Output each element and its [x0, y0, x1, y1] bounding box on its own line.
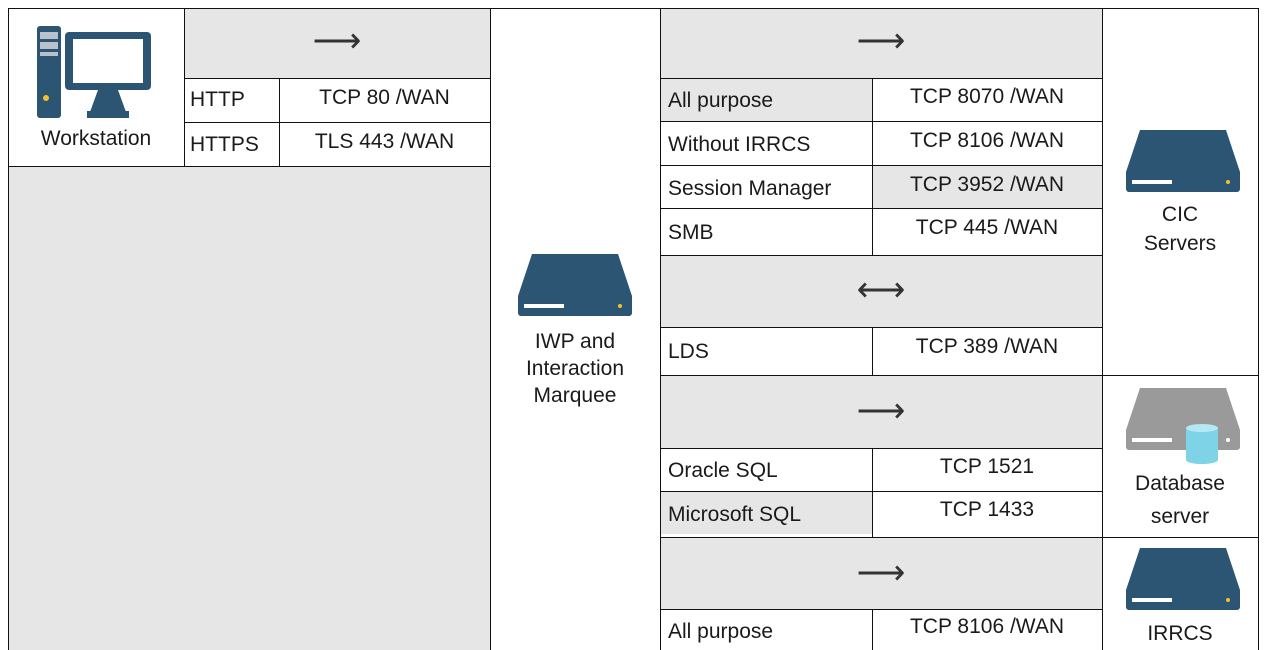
grid-line — [660, 165, 1102, 166]
purpose-label: Session Manager — [668, 177, 832, 200]
cic-servers-label-line1: CIC — [1161, 203, 1199, 226]
cic-servers-label-line2: Servers — [1143, 232, 1217, 255]
cic-arrow: ⟶ — [856, 22, 906, 60]
port-label: TCP 8106 /WAN — [909, 615, 1065, 638]
port-label: TCP 445 /WAN — [915, 216, 1059, 239]
port-label: TCP 1521 — [939, 455, 1035, 478]
grid-line — [1258, 8, 1259, 650]
purpose-label: All purpose — [668, 89, 774, 112]
database-server-label-line2: server — [1150, 505, 1210, 528]
port-label: TCP 3952 /WAN — [909, 173, 1065, 196]
grid-line — [184, 78, 490, 79]
grid-line — [872, 327, 873, 375]
grid-line — [660, 375, 1258, 376]
grid-line — [872, 448, 873, 537]
grid-line — [660, 491, 1102, 492]
grid-line — [660, 8, 661, 650]
cic-arrow-cell — [660, 8, 1102, 78]
server-icon — [1126, 548, 1240, 610]
database-server-icon — [1126, 388, 1240, 464]
grid-line — [660, 208, 1102, 209]
port-label: TCP 1433 — [939, 498, 1035, 521]
bidir-arrow: ⟷ — [856, 271, 906, 309]
bidir-arrow-cell — [660, 255, 1102, 327]
grid-line — [660, 121, 1102, 122]
web-arrow-cell — [184, 8, 490, 78]
database-server-label-line1: Database — [1135, 472, 1225, 495]
purpose-label: SMB — [668, 221, 714, 244]
purpose-label: All purpose — [668, 620, 774, 643]
web-arrow: ⟶ — [312, 22, 362, 60]
grid-line — [8, 8, 1258, 9]
grid-line — [660, 448, 1102, 449]
iwp-label-line2: Interaction — [525, 357, 625, 380]
purpose-label: Microsoft SQL — [668, 503, 802, 526]
purpose-label: Without IRRCS — [668, 133, 811, 156]
db-arrow: ⟶ — [856, 392, 906, 430]
port-label: TCP 8106 /WAN — [909, 129, 1065, 152]
irrcs-arrow-cell — [660, 537, 1102, 609]
iwp-label-line1: IWP and — [534, 330, 616, 353]
port-label: TCP 389 /WAN — [915, 335, 1059, 358]
workstation-icon — [37, 26, 151, 118]
server-icon — [1126, 130, 1240, 192]
protocol-label: HTTPS — [190, 133, 259, 156]
db-arrow-cell — [660, 375, 1102, 448]
grid-line — [8, 8, 9, 650]
purpose-label: Oracle SQL — [668, 459, 778, 482]
grid-line — [660, 78, 1102, 79]
grid-line — [184, 122, 490, 123]
grid-line — [660, 255, 1102, 256]
server-icon — [518, 254, 632, 316]
empty-gray-area — [8, 166, 490, 650]
grid-line — [8, 166, 490, 167]
grid-line — [872, 78, 873, 255]
cic-port-cell-3 — [872, 165, 1102, 208]
grid-line — [184, 8, 185, 166]
grid-line — [872, 609, 873, 650]
grid-line — [660, 609, 1102, 610]
port-label: TLS 443 /WAN — [314, 130, 455, 153]
purpose-label: LDS — [668, 340, 709, 363]
grid-line — [490, 8, 491, 650]
iwp-label-line3: Marquee — [533, 384, 617, 407]
port-label: TCP 8070 /WAN — [909, 85, 1065, 108]
protocol-label: HTTP — [190, 88, 245, 111]
grid-line — [660, 327, 1102, 328]
db-port-cell-2 — [660, 491, 872, 534]
port-label: TCP 80 /WAN — [319, 86, 450, 109]
workstation-label: Workstation — [40, 127, 152, 150]
grid-line — [660, 537, 1258, 538]
irrcs-label: IRRCS — [1147, 622, 1213, 645]
grid-line — [1102, 8, 1103, 650]
irrcs-arrow: ⟶ — [856, 554, 906, 592]
cic-port-cell-1 — [660, 78, 872, 121]
